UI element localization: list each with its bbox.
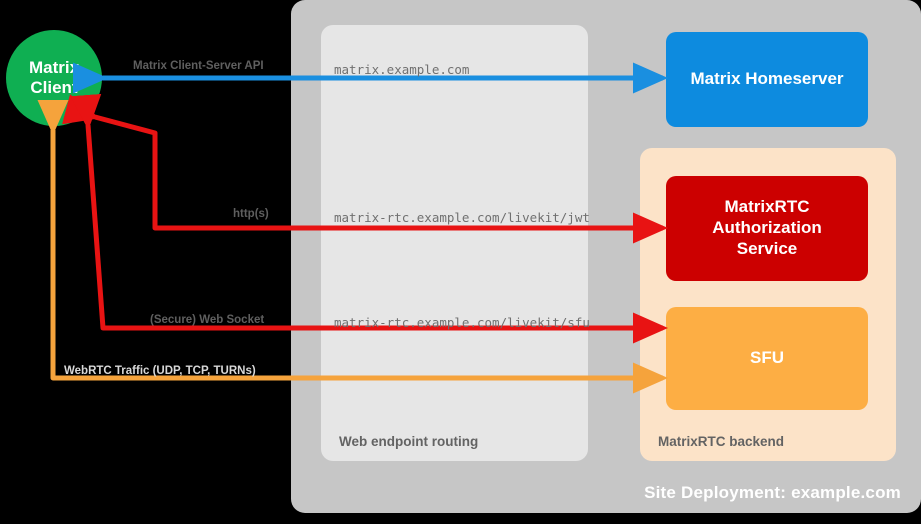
node-sfu[interactable]: SFU <box>666 307 868 410</box>
matrix-client-label-line1: Matrix <box>28 57 80 77</box>
web-endpoint-routing-group: Web endpoint routing <box>321 25 588 461</box>
site-deployment-label: Site Deployment: example.com <box>644 483 901 502</box>
endpoint-label-livekit-sfu: matrix-rtc.example.com/livekit/sfu <box>334 315 590 330</box>
endpoint-label-livekit-jwt: matrix-rtc.example.com/livekit/jwt <box>334 210 590 225</box>
matrix-homeserver-label: Matrix Homeserver <box>690 69 844 89</box>
web-endpoint-routing-label: Web endpoint routing <box>339 434 479 449</box>
matrixrtc-backend-label: MatrixRTC backend <box>658 434 785 449</box>
wire-label-livekit-sfu: (Secure) Web Socket <box>150 314 265 326</box>
wire-label-livekit-jwt: http(s) <box>233 208 269 220</box>
auth-service-label-line2: Authorization <box>712 218 822 238</box>
node-matrixrtc-authorization-service[interactable]: MatrixRTC Authorization Service <box>666 176 868 281</box>
auth-service-label-line3: Service <box>736 238 798 258</box>
auth-service-label-line1: MatrixRTC <box>724 197 810 217</box>
wire-label-webrtc-media: WebRTC Traffic (UDP, TCP, TURNs) <box>64 365 256 377</box>
node-matrix-homeserver[interactable]: Matrix Homeserver <box>666 32 868 127</box>
wire-label-client-server-api: Matrix Client-Server API <box>133 60 264 72</box>
node-matrix-client[interactable]: Matrix Client <box>6 30 102 126</box>
endpoint-label-matrix: matrix.example.com <box>334 62 470 77</box>
matrix-client-label-line2: Client <box>30 78 78 97</box>
sfu-label: SFU <box>750 348 784 368</box>
